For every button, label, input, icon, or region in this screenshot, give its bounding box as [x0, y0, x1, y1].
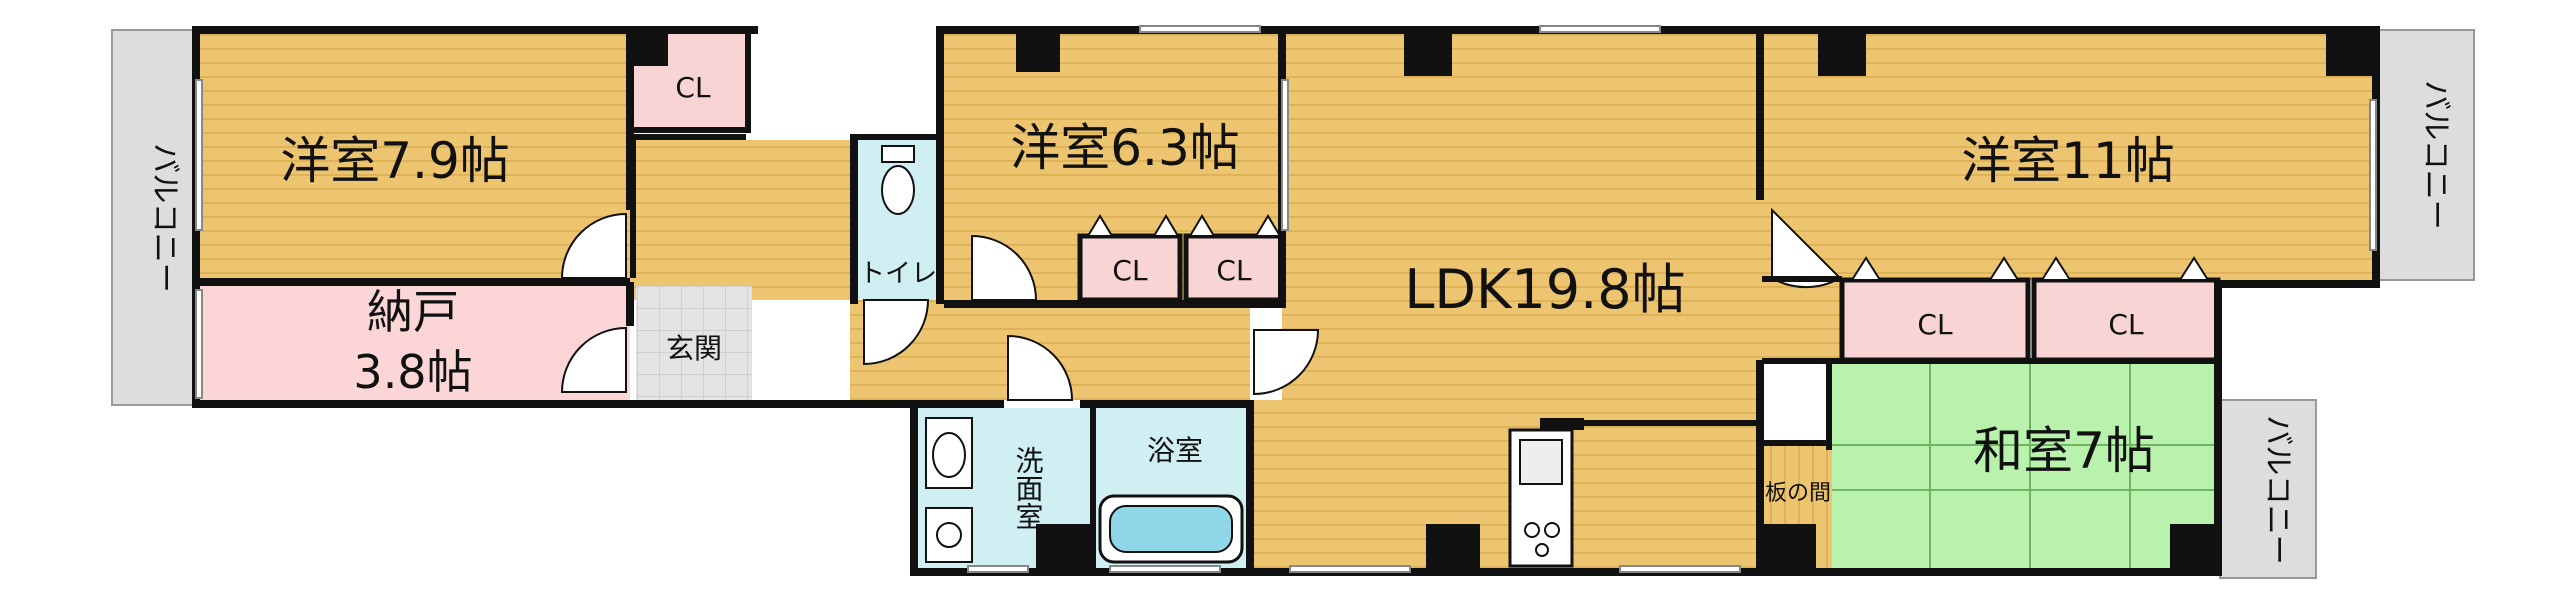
door-swings [560, 207, 1842, 401]
closet-5-label: CL [2108, 308, 2144, 341]
closet-4 [1839, 277, 2031, 363]
balcony-right-bottom: バルコニー [2219, 399, 2317, 579]
storage-floor [198, 286, 630, 400]
room-western-63-label: 洋室6.3帖 [1010, 119, 1240, 177]
hallway-floor [630, 140, 850, 300]
windows [195, 25, 2377, 573]
room-western-11-label: 洋室11帖 [1961, 132, 2175, 190]
room-storage-label-2: 3.8帖 [353, 345, 472, 399]
closet-4-label: CL [1917, 308, 1953, 341]
closet-1-label: CL [675, 71, 711, 104]
room-labels: 洋室7.9帖 洋室6.3帖 洋室11帖 LDK19.8帖 和室7帖 納戸 3.8… [280, 119, 2175, 530]
balcony-right-top-label: バルコニー [2418, 80, 2453, 229]
wash-basin [925, 417, 973, 489]
washing-machine [925, 507, 973, 563]
fixtures [881, 145, 1574, 568]
tatami-lines [1832, 360, 2220, 570]
ldk-kitchen-floor [1250, 400, 1290, 570]
washroom-label: 洗面室 [1012, 446, 1045, 530]
bathtub [1098, 494, 1244, 564]
room-ldk-label: LDK19.8帖 [1404, 258, 1685, 321]
closet-3-label: CL [1216, 254, 1252, 287]
toilet-fixture [881, 145, 915, 215]
balcony-left: バルコニー [111, 29, 199, 406]
toilet-label: トイレ [859, 259, 937, 289]
room-storage-label-1: 納戸 [367, 285, 459, 339]
bathroom-label: 浴室 [1147, 434, 1203, 467]
room-japanese-label: 和室7帖 [1973, 422, 2155, 480]
room-western-79-label: 洋室7.9帖 [280, 132, 510, 190]
closet-2-label: CL [1112, 254, 1148, 287]
balcony-right-top: バルコニー [2377, 29, 2475, 281]
closet-door-marks [1086, 214, 2210, 281]
kitchen-counter [1508, 428, 1574, 568]
room-japanese-floor [1832, 360, 2220, 570]
balcony-right-bottom-label: バルコニー [2260, 415, 2295, 564]
room-western-79-floor [198, 30, 630, 278]
corridor-11-floor [1762, 280, 1842, 360]
entrance-label: 玄関 [666, 332, 722, 365]
entrance-floor [636, 286, 752, 400]
balcony-left-label: バルコニー [147, 143, 182, 292]
board-space-label: 板の間 [1765, 481, 1831, 506]
closet-5 [2031, 277, 2221, 363]
